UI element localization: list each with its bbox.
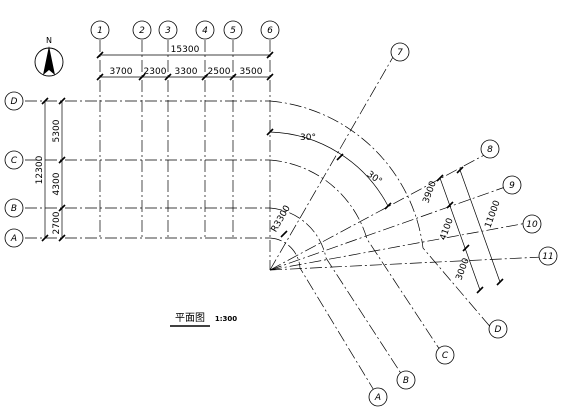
axis-label-8: 8: [487, 145, 493, 155]
left-dim-3: 2700: [52, 211, 62, 234]
bottom-label-D: D: [495, 325, 502, 335]
dimension-texts: 15300 3700 2300 3300 2500 3500 12300 530…: [35, 45, 503, 282]
top-dim-1: 3700: [110, 67, 133, 77]
axis-label-7: 7: [397, 48, 403, 58]
dimension-ticks: [41, 51, 504, 294]
left-total-dim: 12300: [35, 155, 45, 184]
axis-label-2: 2: [139, 26, 145, 36]
top-dim-4: 2500: [208, 67, 231, 77]
top-axis-bubbles: 1 2 3 4 5 6: [90, 20, 280, 40]
right-total-dim: 11000: [484, 199, 503, 230]
axis-label-4: 4: [202, 26, 208, 36]
axis-label-11: 11: [542, 252, 553, 262]
left-dim-2: 4300: [52, 172, 62, 195]
axis-label-A: A: [10, 234, 17, 244]
drawing-title: 平面图 1:300: [170, 312, 237, 327]
left-dim-1: 5300: [52, 119, 62, 142]
north-arrow: N: [34, 36, 64, 77]
axis-label-3: 3: [165, 26, 171, 36]
right-dim-1: 3900: [422, 180, 439, 205]
axis-label-6: 6: [267, 26, 273, 36]
axis-label-5: 5: [230, 26, 236, 36]
radial-axis-bubbles: 7 8 9 10 11: [390, 42, 558, 266]
north-label: N: [46, 36, 52, 45]
left-axis-bubbles: D C B A: [4, 91, 24, 248]
bottom-label-C: C: [442, 351, 449, 361]
axis-label-10: 10: [526, 220, 538, 230]
bottom-label-B: B: [403, 376, 409, 386]
top-dim-3: 3300: [175, 67, 198, 77]
grid-lines: [25, 40, 544, 393]
angle-1: 30°: [300, 133, 316, 143]
axis-label-1: 1: [97, 26, 103, 36]
axis-label-9: 9: [509, 181, 515, 191]
top-dim-5: 3500: [240, 67, 263, 77]
right-dim-2: 4100: [439, 217, 456, 242]
angle-2: 30°: [365, 170, 384, 187]
top-dim-2: 2300: [144, 67, 167, 77]
title-scale: 1:300: [215, 315, 237, 323]
bottom-label-A: A: [374, 393, 381, 403]
bottom-axis-bubbles: A B C D: [368, 319, 508, 407]
top-total-dim: 15300: [171, 45, 200, 55]
axis-label-B: B: [11, 204, 17, 214]
title-text: 平面图: [175, 312, 205, 324]
right-dim-3: 3000: [455, 257, 472, 282]
axis-label-C: C: [11, 156, 18, 166]
dimension-lines: [44, 54, 501, 291]
axis-label-D: D: [11, 97, 18, 107]
